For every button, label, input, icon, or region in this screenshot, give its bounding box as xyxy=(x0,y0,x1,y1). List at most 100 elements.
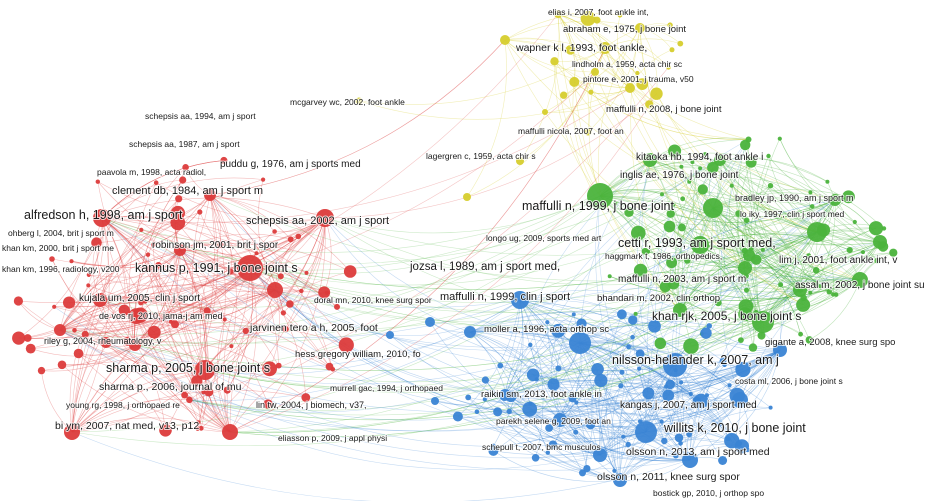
network-node[interactable] xyxy=(852,272,868,288)
network-node[interactable] xyxy=(201,390,206,395)
network-node[interactable] xyxy=(569,332,591,354)
network-node[interactable] xyxy=(808,190,813,195)
network-node[interactable] xyxy=(588,89,594,95)
network-node[interactable] xyxy=(330,367,336,372)
network-node[interactable] xyxy=(740,139,751,151)
network-node[interactable] xyxy=(635,349,645,359)
network-node[interactable] xyxy=(242,327,249,335)
network-node[interactable] xyxy=(64,424,80,440)
network-node[interactable] xyxy=(666,64,671,70)
network-node[interactable] xyxy=(95,179,101,184)
node-label[interactable]: inglis ae, 1976, j bone joint xyxy=(619,169,740,182)
network-node[interactable] xyxy=(52,304,57,309)
network-node[interactable] xyxy=(881,226,887,231)
network-node[interactable] xyxy=(73,348,84,359)
network-node[interactable] xyxy=(665,379,675,390)
network-node[interactable] xyxy=(757,331,766,340)
network-node[interactable] xyxy=(842,190,855,204)
network-node[interactable] xyxy=(171,320,179,329)
network-node[interactable] xyxy=(641,247,649,256)
network-node[interactable] xyxy=(181,391,189,399)
node-label[interactable]: schepsis aa, 1987, am j sport xyxy=(128,138,241,150)
network-node[interactable] xyxy=(741,247,748,254)
network-node[interactable] xyxy=(628,315,638,325)
network-node[interactable] xyxy=(295,233,302,240)
network-node[interactable] xyxy=(618,383,624,389)
network-node[interactable] xyxy=(688,391,693,397)
network-node[interactable] xyxy=(262,361,277,377)
network-node[interactable] xyxy=(147,325,161,339)
network-node[interactable] xyxy=(545,424,553,432)
network-node[interactable] xyxy=(463,193,471,201)
network-node[interactable] xyxy=(545,320,550,325)
network-node[interactable] xyxy=(63,296,76,309)
network-node[interactable] xyxy=(482,397,487,402)
network-node[interactable] xyxy=(700,327,712,339)
network-node[interactable] xyxy=(630,334,635,340)
network-node[interactable] xyxy=(743,217,750,224)
node-label[interactable]: maffulli n, 1999, clin j sport xyxy=(439,290,571,304)
network-node[interactable] xyxy=(624,207,634,217)
network-node[interactable] xyxy=(690,160,695,165)
network-node[interactable] xyxy=(766,153,771,159)
network-node[interactable] xyxy=(633,311,638,316)
network-node[interactable] xyxy=(877,241,889,252)
network-node[interactable] xyxy=(386,331,394,339)
network-node[interactable] xyxy=(573,429,579,435)
network-node[interactable] xyxy=(91,237,102,248)
network-node[interactable] xyxy=(678,441,683,446)
network-node[interactable] xyxy=(680,196,686,202)
network-node[interactable] xyxy=(13,296,23,306)
network-node[interactable] xyxy=(301,393,311,402)
network-node[interactable] xyxy=(661,437,668,445)
network-node[interactable] xyxy=(874,257,881,264)
network-node[interactable] xyxy=(49,256,55,262)
network-node[interactable] xyxy=(751,254,762,265)
network-node[interactable] xyxy=(734,439,750,454)
network-node[interactable] xyxy=(196,420,201,425)
network-node[interactable] xyxy=(718,456,728,465)
network-node[interactable] xyxy=(277,273,284,280)
network-node[interactable] xyxy=(228,268,234,275)
network-node[interactable] xyxy=(660,192,664,197)
network-node[interactable] xyxy=(703,152,708,157)
node-label[interactable]: riley g, 2004, rheumatology, v xyxy=(43,335,163,347)
network-node[interactable] xyxy=(516,157,524,165)
network-node[interactable] xyxy=(132,307,148,323)
node-label[interactable]: puddu g, 1976, am j sports med xyxy=(219,158,362,171)
network-node[interactable] xyxy=(818,284,823,289)
network-node[interactable] xyxy=(223,386,231,394)
network-node[interactable] xyxy=(809,204,815,209)
network-node[interactable] xyxy=(585,420,596,430)
network-node[interactable] xyxy=(617,309,627,320)
network-node[interactable] xyxy=(800,294,807,302)
node-label[interactable]: bhandari m, 2002, clin orthop xyxy=(596,292,721,305)
network-node[interactable] xyxy=(831,292,836,297)
network-node[interactable] xyxy=(431,397,439,405)
node-label[interactable]: jarvinen tero a h, 2005, foot xyxy=(248,321,379,335)
node-label[interactable]: haggmark t, 1986, orthopedics, xyxy=(604,250,723,262)
network-node[interactable] xyxy=(304,270,309,275)
network-node[interactable] xyxy=(547,378,560,391)
network-node[interactable] xyxy=(560,91,568,99)
network-node[interactable] xyxy=(714,299,722,307)
network-node[interactable] xyxy=(625,441,631,448)
node-label[interactable]: pintore e, 2001, j trauma, v50 xyxy=(582,73,695,85)
network-node[interactable] xyxy=(673,368,678,373)
network-node[interactable] xyxy=(666,257,678,269)
network-node[interactable] xyxy=(118,304,130,316)
network-node[interactable] xyxy=(229,344,234,349)
network-node[interactable] xyxy=(534,377,539,382)
network-node[interactable] xyxy=(86,283,91,288)
network-node[interactable] xyxy=(727,383,732,388)
network-node[interactable] xyxy=(631,225,646,241)
network-node[interactable] xyxy=(635,421,657,443)
network-node[interactable] xyxy=(829,194,841,206)
network-node[interactable] xyxy=(677,40,684,47)
network-node[interactable] xyxy=(551,323,566,338)
node-label[interactable]: sharma p, 2005, j bone joint s xyxy=(105,360,271,376)
network-node[interactable] xyxy=(203,307,211,315)
network-node[interactable] xyxy=(812,267,820,274)
network-node[interactable] xyxy=(497,362,504,369)
node-label[interactable]: de vos rj, 2010, jama-j am med xyxy=(98,310,224,322)
